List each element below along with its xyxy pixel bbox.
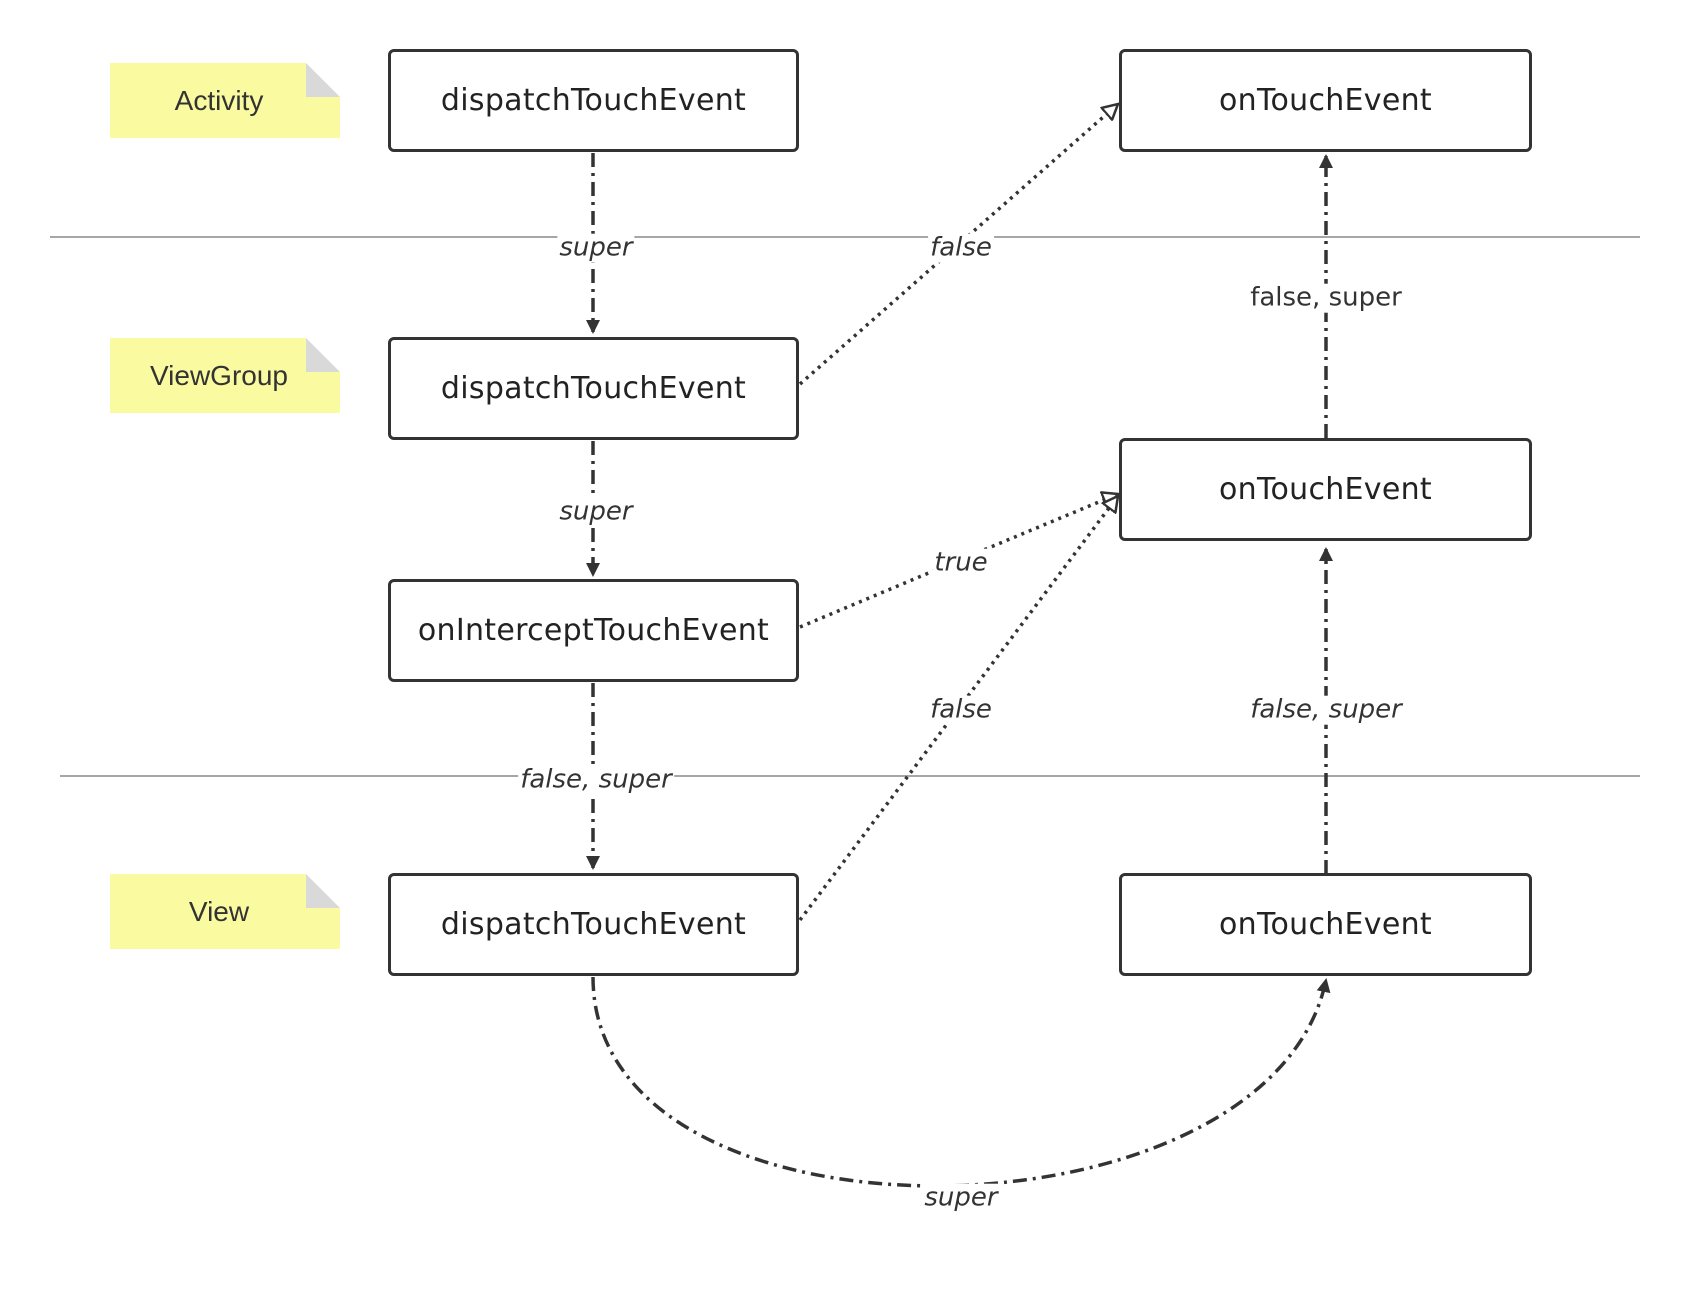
- edge-label-view-super: super: [922, 1182, 1000, 1213]
- lane-label-view: View: [188, 895, 250, 927]
- lane-label-activity: Activity: [174, 84, 264, 116]
- edge-label-intercept-true: true: [932, 547, 990, 578]
- note-fold-icon: [306, 63, 340, 97]
- node-viewgroup-dispatch[interactable]: dispatchTouchEvent: [388, 337, 799, 440]
- edge-view-dispatch-to-view-ontouch: [591, 976, 1331, 1188]
- node-viewgroup-intercept[interactable]: onInterceptTouchEvent: [388, 579, 799, 682]
- edge-viewgroup-dispatch-to-activity-ontouch: [798, 104, 1118, 386]
- lane-note-view: View: [110, 874, 340, 949]
- node-activity-ontouch[interactable]: onTouchEvent: [1119, 49, 1532, 152]
- node-viewgroup-ontouch[interactable]: onTouchEvent: [1119, 438, 1532, 541]
- lane-note-viewgroup: ViewGroup: [110, 338, 340, 413]
- edge-label-activity-to-viewgroup: super: [557, 232, 635, 263]
- edge-label-dispatch-to-intercept: super: [557, 496, 635, 527]
- node-view-ontouch[interactable]: onTouchEvent: [1119, 873, 1532, 976]
- edge-label-viewgroup-ontouch-up: false, super: [1248, 282, 1404, 313]
- note-fold-icon: [306, 338, 340, 372]
- edge-label-viewgroup-dispatch-false: false: [928, 232, 994, 263]
- node-activity-dispatch[interactable]: dispatchTouchEvent: [388, 49, 799, 152]
- edge-label-view-dispatch-false: false: [928, 694, 994, 725]
- edge-label-intercept-to-view: false, super: [518, 764, 674, 795]
- lane-note-activity: Activity: [110, 63, 340, 138]
- node-view-dispatch[interactable]: dispatchTouchEvent: [388, 873, 799, 976]
- lane-label-viewgroup: ViewGroup: [149, 359, 288, 391]
- note-fold-icon: [306, 874, 340, 908]
- edge-label-view-ontouch-up: false, super: [1248, 694, 1404, 725]
